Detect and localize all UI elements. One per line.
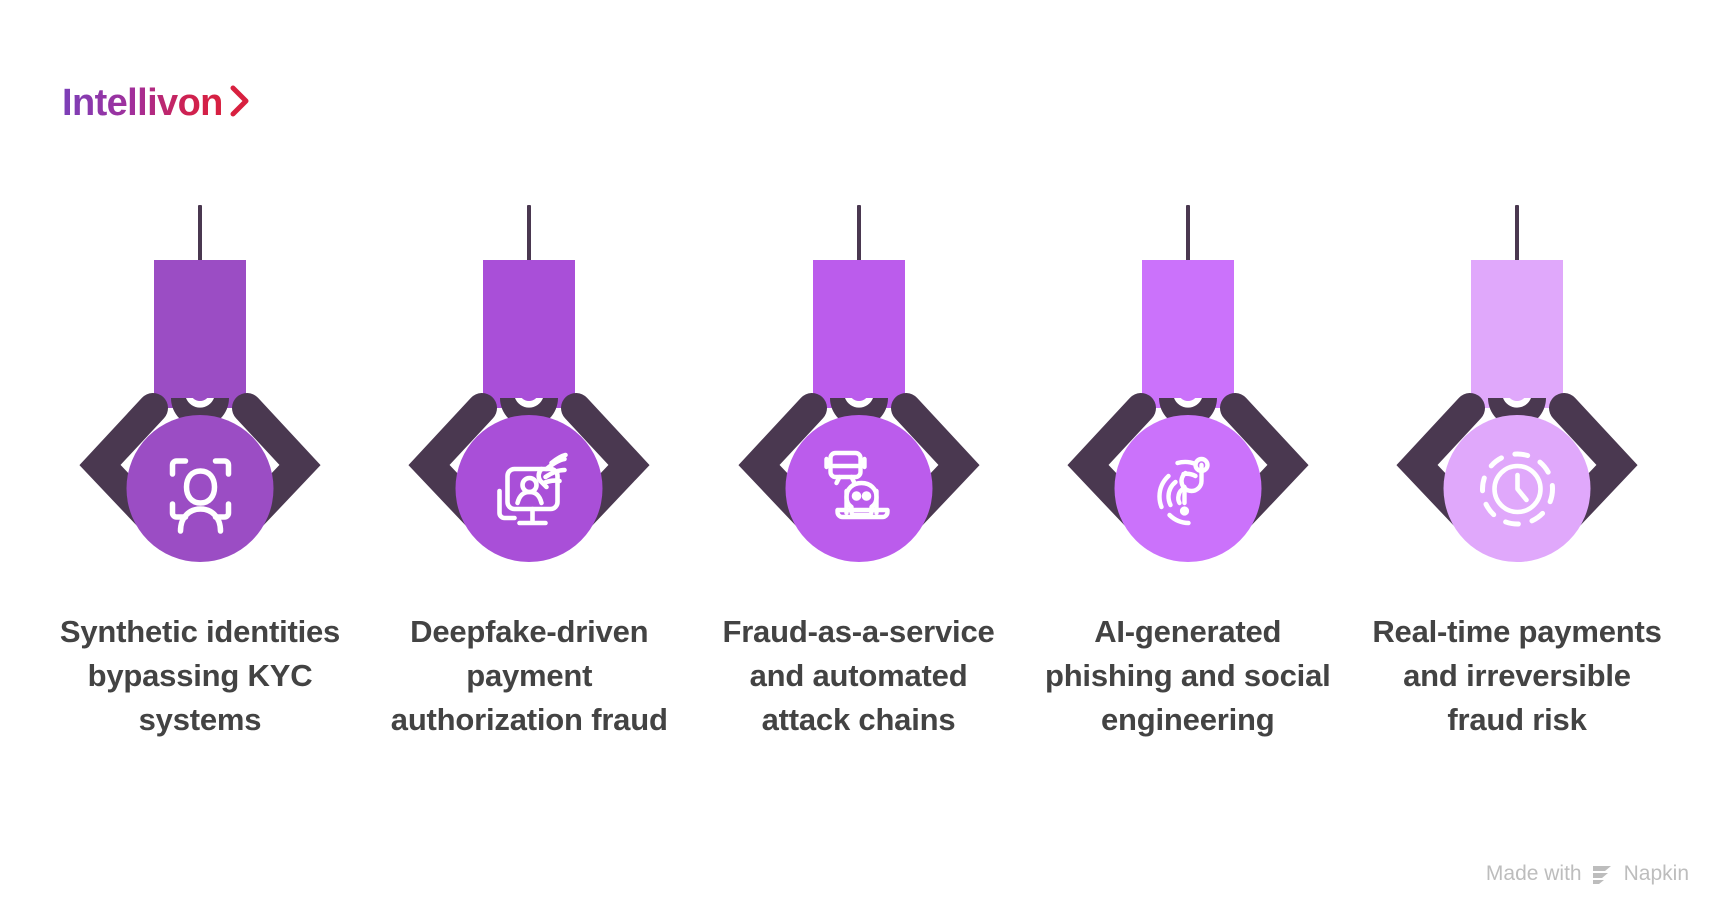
- brand-name: Intellivon: [62, 81, 223, 124]
- watermark-prefix-text: Made with: [1485, 862, 1582, 885]
- monitor-person-hand-icon: [479, 439, 579, 539]
- claw-graphic-3: [699, 205, 1019, 580]
- claw-bubble-4: [1114, 415, 1262, 562]
- claw-head-2: [483, 260, 576, 408]
- claw-head-3: [812, 260, 905, 408]
- claw-cable-icon: [198, 205, 202, 263]
- napkin-logo-icon: [1591, 863, 1615, 885]
- claw-item-2: [369, 205, 689, 580]
- fingerprint-fishhook-icon: [1140, 441, 1236, 537]
- clock-dashed-ring-icon: [1469, 441, 1565, 537]
- claw-graphic-2: [369, 205, 689, 580]
- label-row: Synthetic identities bypassing KYC syste…: [0, 610, 1717, 742]
- claw-bubble-1: [126, 415, 274, 562]
- claw-bubble-3: [785, 415, 932, 562]
- claw-cable-icon: [1515, 205, 1519, 263]
- claw-head-4: [1141, 260, 1234, 408]
- chevron-right-icon: [228, 84, 252, 123]
- claw-bubble-5: [1443, 415, 1591, 562]
- napkin-watermark: Made with Napkin: [1486, 862, 1689, 886]
- claw-label-1: Synthetic identities bypassing KYC syste…: [59, 614, 341, 738]
- claw-cable-icon: [1185, 205, 1190, 263]
- claw-item-3: [699, 205, 1019, 580]
- claw-label-3: Fraud-as-a-service and automated attack …: [722, 614, 995, 738]
- claw-row: [0, 205, 1717, 580]
- claw-label-2: Deepfake-driven payment authorization fr…: [390, 614, 668, 738]
- claw-head-1: [154, 260, 246, 408]
- claw-cable-icon: [527, 205, 532, 263]
- claw-label-4: AI-generated phishing and social enginee…: [1044, 614, 1331, 738]
- claw-graphic-4: [1028, 205, 1348, 580]
- face-scan-identity-icon: [152, 441, 248, 537]
- brand-logo: Intellivon: [62, 82, 252, 123]
- claw-head-5: [1471, 260, 1563, 408]
- claw-graphic-1: [40, 205, 360, 580]
- claw-item-1: [40, 205, 360, 580]
- claw-cable-icon: [856, 205, 861, 263]
- watermark-brand-text: Napkin: [1623, 862, 1689, 885]
- claw-graphic-5: [1357, 205, 1677, 580]
- claw-item-4: [1028, 205, 1348, 580]
- claw-item-5: [1357, 205, 1677, 580]
- laptop-skull-server-icon: [809, 439, 909, 539]
- claw-bubble-2: [455, 415, 603, 562]
- claw-label-5: Real-time payments and irreversible frau…: [1372, 614, 1662, 738]
